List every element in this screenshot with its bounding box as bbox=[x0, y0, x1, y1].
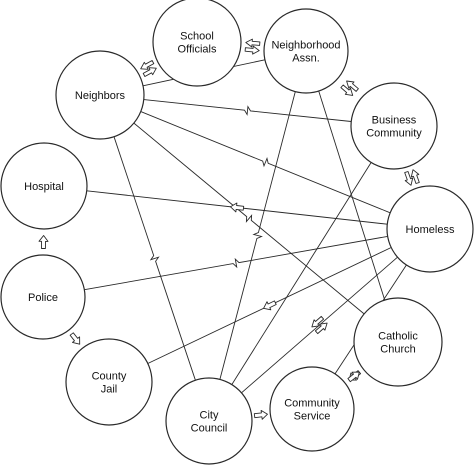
node-circle bbox=[269, 366, 355, 452]
edge-neighbors-city-council bbox=[113, 136, 196, 381]
arrow-police-to-hospital bbox=[38, 235, 49, 249]
double-arrow-school-officials-neighborhood-assn bbox=[244, 38, 261, 55]
node-circle bbox=[55, 50, 145, 140]
node-label: City bbox=[200, 410, 219, 422]
edge-neighborhood-assn-city-council bbox=[219, 91, 296, 380]
node-label: Catholic bbox=[378, 331, 418, 343]
node-label: Officials bbox=[178, 44, 217, 56]
node-label: County bbox=[92, 371, 127, 383]
node-homeless: Homeless bbox=[386, 185, 474, 273]
node-circle bbox=[386, 185, 474, 273]
node-neighbors: Neighbors bbox=[55, 50, 145, 140]
node-label: Hospital bbox=[24, 181, 64, 193]
arrow-community-service-to-catholic-church bbox=[347, 371, 360, 383]
node-label: Assn. bbox=[292, 53, 320, 65]
node-label: Police bbox=[28, 292, 58, 304]
edge-neighborhood-assn-catholic-church bbox=[318, 90, 386, 301]
node-label: Business bbox=[372, 115, 417, 127]
double-arrow-neighborhood-assn-business-community bbox=[340, 80, 359, 96]
node-label: Community bbox=[366, 128, 422, 140]
node-circle bbox=[353, 297, 443, 387]
arrow-city-council-to-community-service bbox=[253, 409, 268, 420]
node-label: Neighborhood bbox=[271, 40, 340, 52]
node-circle bbox=[263, 8, 349, 94]
edge-police-homeless bbox=[84, 235, 388, 291]
node-police: Police bbox=[0, 254, 86, 340]
double-arrow-city-council-homeless bbox=[311, 315, 328, 335]
node-label: Neighbors bbox=[75, 90, 126, 102]
node-label: Service bbox=[294, 411, 331, 423]
arrow-police-to-county-jail bbox=[69, 332, 81, 345]
double-arrow-school-officials-neighbors bbox=[140, 60, 157, 77]
edge-neighbors-catholic-church bbox=[133, 122, 365, 315]
edge-neighbors-homeless bbox=[140, 111, 391, 214]
node-circle bbox=[0, 254, 86, 340]
node-circle bbox=[350, 82, 438, 170]
node-label: Homeless bbox=[406, 224, 455, 236]
node-circle bbox=[165, 377, 253, 465]
node-label: Community bbox=[284, 398, 340, 410]
node-label: Church bbox=[380, 344, 415, 356]
arrow-homeless-to-county-jail bbox=[263, 300, 277, 311]
edge-neighbors-business-community bbox=[143, 99, 352, 122]
arrow-layer bbox=[38, 38, 420, 420]
node-circle bbox=[152, 0, 242, 87]
node-label: Council bbox=[191, 423, 228, 435]
node-circle bbox=[65, 338, 153, 426]
double-arrow-business-community-homeless bbox=[404, 169, 420, 186]
edge-layer bbox=[84, 59, 407, 394]
arrow-homeless-to-hospital bbox=[230, 202, 245, 213]
node-label: Jail bbox=[101, 384, 118, 396]
node-circle bbox=[0, 142, 88, 230]
node-label: School bbox=[180, 31, 214, 43]
edge-city-council-homeless bbox=[241, 256, 398, 394]
node-hospital: Hospital bbox=[0, 142, 88, 230]
edge-city-council-business-community bbox=[231, 162, 372, 385]
